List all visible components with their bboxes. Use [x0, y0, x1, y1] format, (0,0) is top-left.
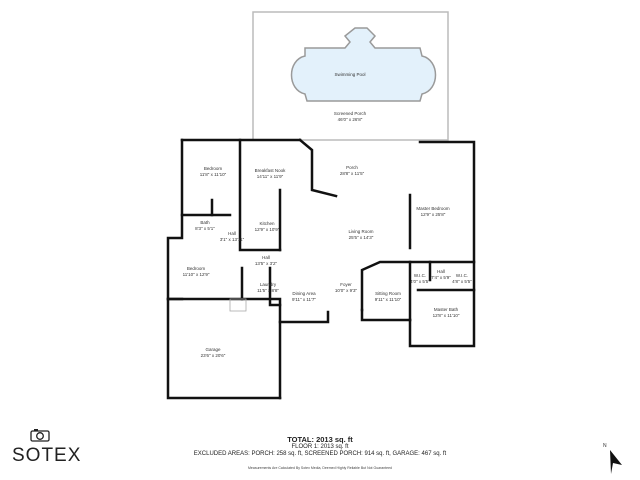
room-size: 4'0" x 5'5" — [410, 278, 430, 284]
room-name: Bedroom — [186, 266, 206, 271]
room-name: Hall — [437, 269, 445, 274]
room-name: Bath — [200, 220, 210, 225]
room-name: Hall — [262, 255, 270, 260]
room-name: Bedroom — [203, 166, 223, 171]
room-size: 28'8" x 11'5" — [339, 170, 365, 176]
room-name: Foyer — [340, 282, 352, 287]
logo-text: SOTEX — [12, 445, 82, 466]
room-size: 12'8" x 11'10" — [432, 312, 460, 318]
room-name: W.I.C. — [413, 273, 427, 278]
room-name: Swimming Pool — [334, 72, 366, 77]
room-size: 7'4" x 5'9" — [431, 274, 451, 280]
room-name: W.I.C. — [455, 273, 469, 278]
walls — [166, 138, 476, 400]
room-size: 9'11" x 11'7" — [291, 296, 317, 302]
room-name: Kitchen — [259, 221, 275, 226]
excluded-areas: EXCLUDED AREAS: PORCH: 258 sq. ft, SCREE… — [193, 451, 447, 457]
total-area: TOTAL: 2013 sq. ft — [287, 435, 353, 444]
swimming-pool — [290, 27, 437, 102]
room-size: 4'8" x 5'5" — [452, 278, 472, 284]
room-size: 3'1" x 13'11" — [219, 236, 245, 242]
room-name: Master Bath — [433, 307, 459, 312]
room-label: W.I.C.4'8" x 5'5" — [452, 273, 472, 284]
room-size: 23'6" x 20'6" — [200, 352, 226, 358]
room-name: Dining Area — [292, 291, 316, 296]
room-size: 13'5" x 3'2" — [254, 260, 278, 266]
room-name: Master Bedroom — [416, 206, 450, 211]
sotex-logo: SOTEX — [12, 428, 82, 467]
room-name: Hall — [228, 231, 236, 236]
room-name: Breakfast Nook — [254, 168, 286, 173]
room-size: 14'11" x 11'9" — [256, 173, 284, 179]
room-size: 12'9" x 10'9" — [254, 226, 280, 232]
garage-step — [229, 298, 247, 312]
room-name: Porch — [346, 165, 358, 170]
room-name: Screened Porch — [333, 111, 367, 116]
room-size: 11'8" x 11'10" — [199, 171, 227, 177]
room-size: 46'0" x 26'8" — [337, 116, 363, 122]
room-name: Garage — [205, 347, 221, 352]
screened-porch — [252, 11, 449, 141]
floor-area: FLOOR 1: 2013 sq. ft — [291, 444, 349, 450]
room-size: 25'5" x 14'3" — [348, 234, 374, 240]
room-size: 8'3" x 5'1" — [195, 225, 215, 231]
room-label: W.I.C.4'0" x 5'5" — [410, 273, 430, 284]
room-size: 9'11" x 11'10" — [374, 296, 402, 302]
room-name: Sitting Room — [375, 291, 401, 296]
room-size: 11'5" x 8'8" — [257, 287, 279, 293]
room-size: 11'10" x 12'9" — [182, 271, 210, 277]
room-size: 12'9" x 25'8" — [420, 211, 446, 217]
room-size: 10'0" x 9'3" — [334, 287, 358, 293]
disclaimer: Measurements Are Calculated By Sotex Med… — [248, 466, 392, 470]
room-name: Laundry — [259, 282, 277, 287]
room-name: Living Room — [348, 229, 374, 234]
north-label: N — [603, 443, 607, 449]
camera-icon — [30, 429, 50, 442]
room-label: Swimming Pool — [334, 72, 365, 78]
